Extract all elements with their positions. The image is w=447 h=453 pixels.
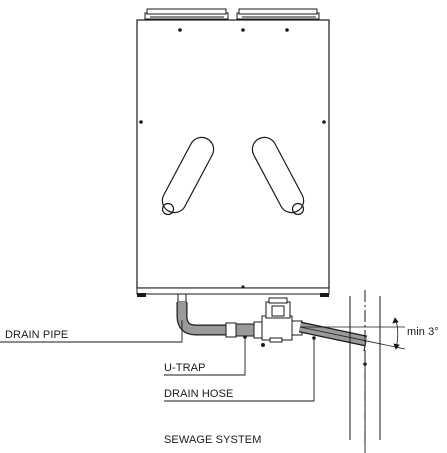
leader-u-trap <box>164 336 246 376</box>
housing-screws <box>139 28 326 289</box>
label-drain-pipe: DRAIN PIPE <box>5 329 68 341</box>
unit-base <box>136 287 330 297</box>
leader-dots <box>243 335 367 366</box>
screw-side-left <box>139 120 143 124</box>
unit-housing <box>136 19 330 289</box>
u-trap-body <box>261 297 303 347</box>
label-slope: min 3° <box>407 326 439 338</box>
label-u-trap: U-TRAP <box>164 362 206 374</box>
leader-drain-pipe <box>0 320 183 343</box>
drain-pipe <box>176 293 228 336</box>
label-drain-hose: DRAIN HOSE <box>164 388 233 400</box>
label-sewage-system: SEWAGE SYSTEM <box>164 434 261 446</box>
foot-right <box>320 293 329 297</box>
foot-left <box>137 293 146 297</box>
mounting-slot-left <box>161 136 215 216</box>
top-connector-left <box>144 8 229 20</box>
top-connector-right <box>236 8 320 20</box>
slope-indicator <box>299 317 406 350</box>
leader-lines <box>0 320 366 453</box>
screw-top-right <box>285 28 289 32</box>
top-connectors <box>144 8 320 20</box>
screw-side-right <box>322 120 326 124</box>
mounting-slot-right <box>251 136 305 216</box>
screw-top-mid <box>241 28 245 32</box>
screw-top-left <box>178 28 182 32</box>
leader-drain-hose <box>164 337 315 402</box>
